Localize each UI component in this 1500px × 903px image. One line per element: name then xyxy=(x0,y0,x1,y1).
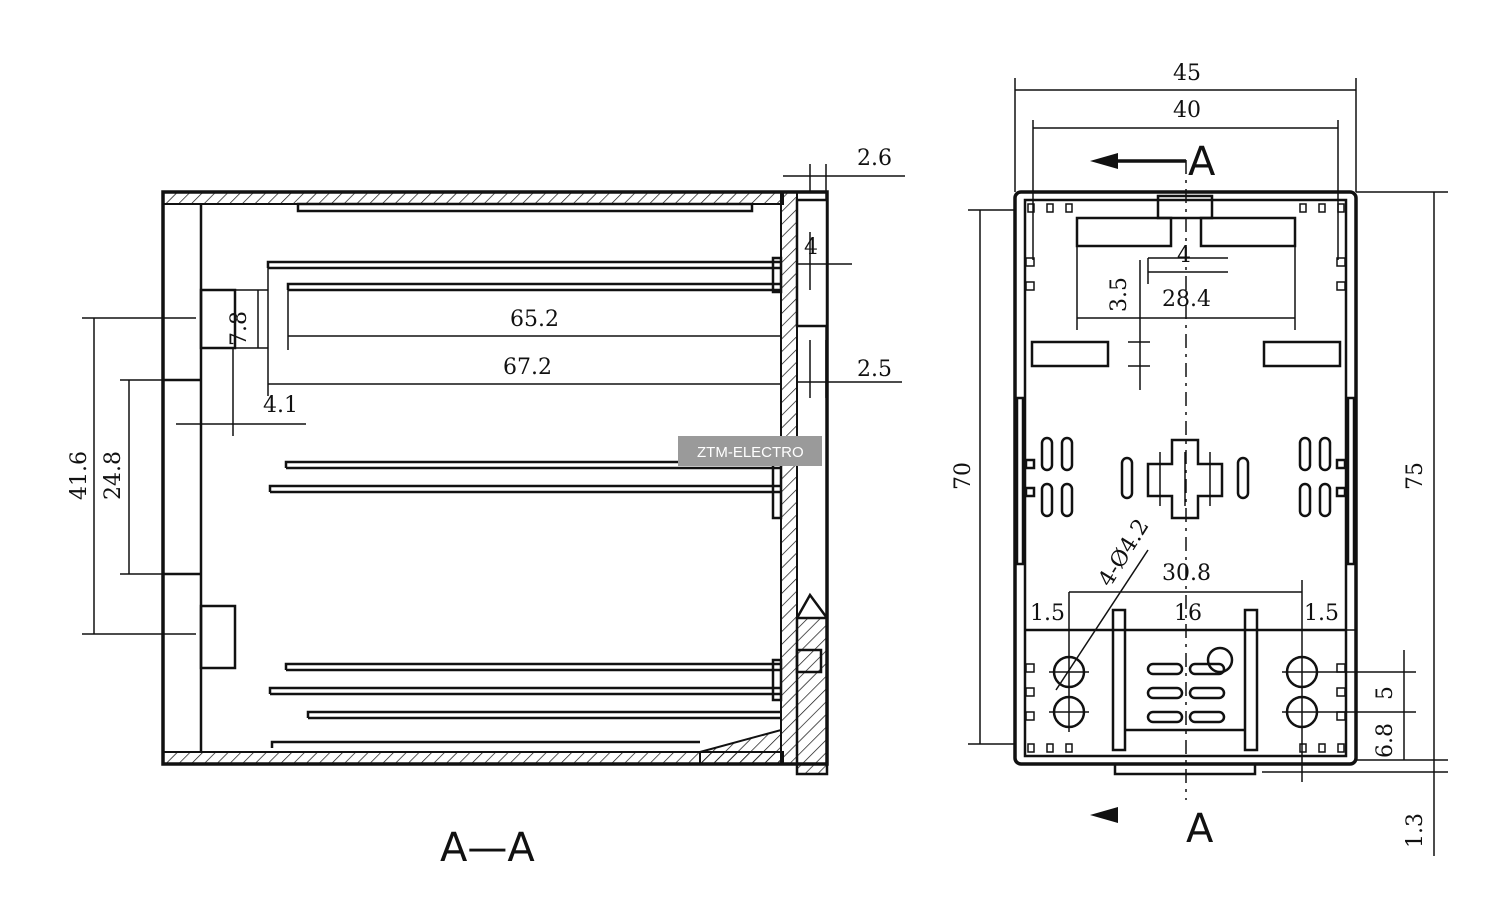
dim-1-5-left: 1.5 xyxy=(1030,601,1065,626)
dim-40: 40 xyxy=(1173,98,1201,123)
right-wall-hatch xyxy=(780,191,798,765)
dim-2-5: 2.5 xyxy=(857,357,892,382)
center-cross xyxy=(1146,438,1224,520)
dim-4-section: 4 xyxy=(804,235,818,260)
top-view: 45 40 A 4 3.5 28.4 70 75 4-Ø4.2 30.8 16 … xyxy=(951,61,1448,856)
dim-2-6: 2.6 xyxy=(857,146,892,171)
section-view: 2.6 4 65.2 67.2 2.5 4.1 7.8 41.6 24.8 A—… xyxy=(67,146,905,871)
dim-70: 70 xyxy=(951,462,976,490)
top-view-dimensions xyxy=(968,78,1448,856)
section-dimensions xyxy=(82,164,905,635)
dim-28-4: 28.4 xyxy=(1162,287,1211,312)
end-cap-upper xyxy=(795,198,829,328)
dim-1-5-right: 1.5 xyxy=(1304,601,1339,626)
section-mark-top: A xyxy=(1188,139,1216,185)
dim-16: 16 xyxy=(1174,601,1202,626)
watermark-text: ZTM-ELECTRO xyxy=(697,444,804,461)
vent-slots xyxy=(1024,436,1347,724)
dim-1-3: 1.3 xyxy=(1403,813,1428,848)
bottom-wall-hatch xyxy=(162,751,784,765)
dim-41-6: 41.6 xyxy=(67,451,92,500)
dim-7-8: 7.8 xyxy=(227,311,252,346)
dim-24-8: 24.8 xyxy=(101,451,126,500)
dim-3-5: 3.5 xyxy=(1107,277,1132,312)
section-arrows xyxy=(1090,153,1186,823)
end-cap-lower xyxy=(795,616,829,776)
dim-4-top: 4 xyxy=(1177,243,1191,268)
mounting-holes xyxy=(1049,646,1322,782)
dim-5: 5 xyxy=(1373,686,1398,700)
bottom-wedge xyxy=(699,728,782,765)
dim-6-8: 6.8 xyxy=(1373,723,1398,758)
section-mark-bottom: A xyxy=(1186,806,1214,852)
housing-outline xyxy=(161,190,829,766)
top-wall-hatch xyxy=(162,191,784,205)
dim-30-8: 30.8 xyxy=(1162,561,1211,586)
section-label: A—A xyxy=(440,825,535,871)
dim-45: 45 xyxy=(1173,61,1201,86)
watermark: ZTM-ELECTRO xyxy=(678,436,822,466)
dim-65-2: 65.2 xyxy=(510,307,559,332)
dim-75: 75 xyxy=(1403,462,1428,490)
dim-67-2: 67.2 xyxy=(503,355,552,380)
dim-4-1: 4.1 xyxy=(263,393,298,418)
